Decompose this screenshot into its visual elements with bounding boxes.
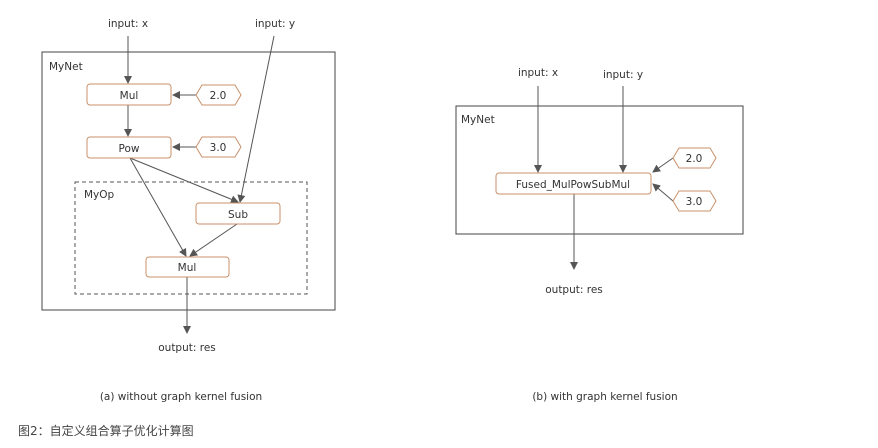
const-3-0-label: 3.0: [210, 142, 227, 154]
node-mul1-label: Mul: [120, 90, 139, 102]
right-diagram: input: x input: y MyNet Fused_MulPowSubM…: [455, 67, 744, 403]
const-3-0: 3.0: [195, 136, 242, 158]
node-fused-label: Fused_MulPowSubMul: [516, 179, 630, 191]
edge-inputy-sub: [237, 35, 275, 203]
node-sub: Sub: [195, 202, 281, 225]
edge-pow-sub: [129, 157, 239, 204]
left-myop-label: MyOp: [84, 189, 115, 201]
edge-c2-fused: [652, 183, 674, 202]
node-fused: Fused_MulPowSubMul: [495, 172, 652, 195]
right-output-label: output: res: [545, 284, 603, 296]
left-subtitle: (a) without graph kernel fusion: [100, 391, 262, 403]
left-mynet-label: MyNet: [49, 61, 83, 73]
node-mul2-label: Mul: [178, 262, 197, 274]
left-diagram: input: x input: y MyNet MyOp Mul Pow Sub: [41, 18, 336, 403]
edge-c1-fused: [652, 157, 674, 173]
right-mynet-frame: [455, 105, 744, 235]
right-const-3-0-label: 3.0: [686, 196, 703, 208]
node-pow: Pow: [86, 136, 172, 159]
right-mynet-label: MyNet: [461, 114, 495, 126]
right-subtitle: (b) with graph kernel fusion: [532, 391, 677, 403]
const-2-0-label: 2.0: [210, 90, 227, 102]
left-mynet-frame: [41, 51, 336, 311]
right-input-x-label: input: x: [518, 67, 558, 79]
node-pow-label: Pow: [119, 143, 140, 155]
right-const-2-0-label: 2.0: [686, 153, 703, 165]
right-const-2-0: 2.0: [672, 147, 717, 169]
left-myop-subgraph: [74, 181, 308, 295]
left-input-y-label: input: y: [255, 18, 295, 30]
node-sub-label: Sub: [228, 209, 248, 221]
right-const-3-0: 3.0: [672, 190, 717, 212]
node-mul2: Mul: [145, 256, 230, 278]
figure-caption: 图2：自定义组合算子优化计算图: [18, 424, 194, 438]
left-input-x-label: input: x: [108, 18, 148, 30]
node-mul1: Mul: [86, 83, 172, 106]
edge-sub-mul2: [189, 223, 238, 257]
const-2-0: 2.0: [195, 84, 242, 106]
edge-pow-mul2: [129, 157, 187, 257]
right-input-y-label: input: y: [603, 69, 643, 81]
left-output-label: output: res: [158, 342, 216, 354]
